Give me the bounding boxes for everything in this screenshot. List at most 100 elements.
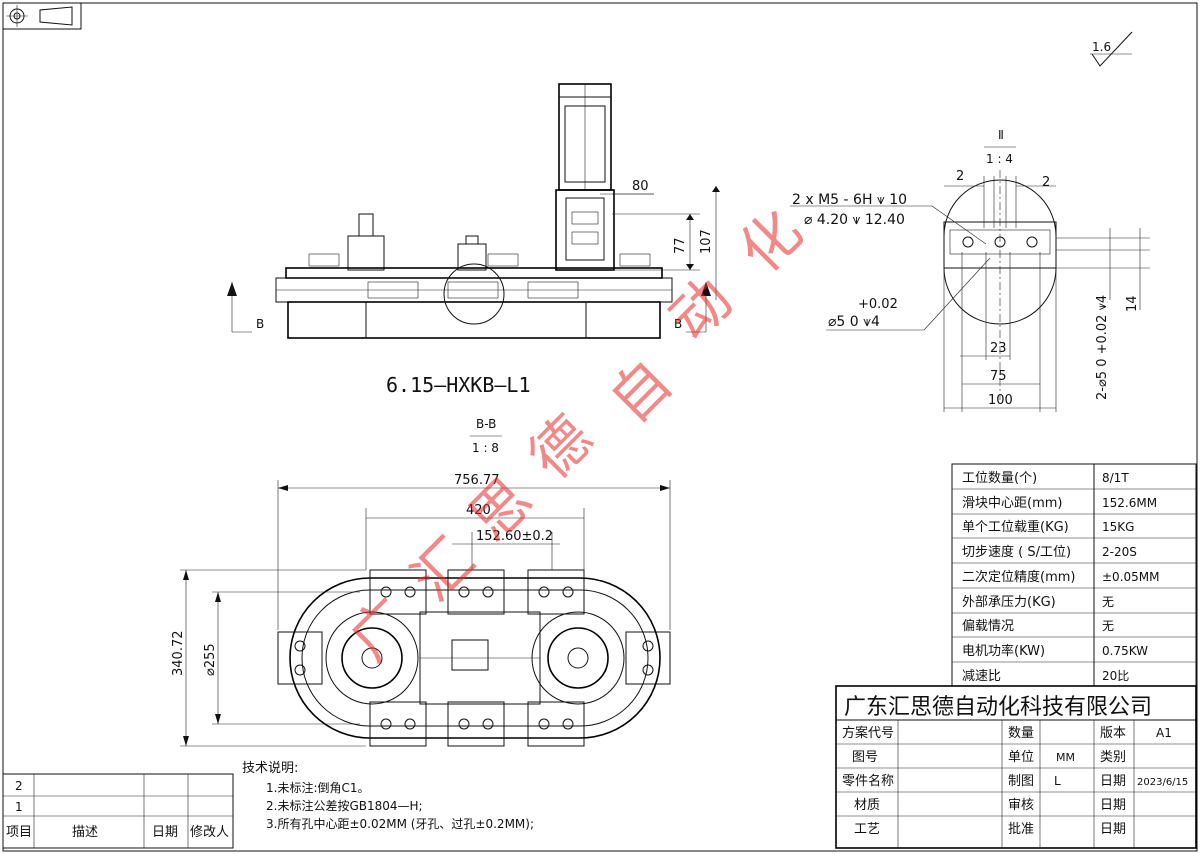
checker-label: 审核	[1008, 798, 1034, 813]
section-marker-right: B	[674, 317, 682, 331]
tech-notes: 技术说明: 1.未标注:倒角C1。 2.未标注公差按GB1804—H; 3.所有…	[242, 761, 534, 831]
spec-table: 工位数量(个) 8/1T 滑块中心距(mm) 152.6MM 单个工位载重(KG…	[951, 463, 1197, 687]
quantity-label: 数量	[1008, 726, 1034, 741]
watermark-char: 自	[596, 347, 685, 436]
spec-value: 2-20S	[1102, 545, 1137, 559]
spec-label: 单个工位载重(KG)	[962, 519, 1069, 535]
dim-phi-255: ⌀255	[203, 643, 218, 676]
dim-23: 23	[990, 341, 1007, 356]
tech-notes-title: 技术说明:	[242, 761, 298, 776]
detail-view: Ⅱ 1 : 4 23 75 100 2 2	[943, 128, 1150, 412]
station-right	[625, 631, 671, 685]
revision-header: 项目	[6, 825, 32, 840]
spec-label: 二次定位精度(mm)	[962, 569, 1075, 585]
revision-header: 日期	[152, 825, 178, 840]
part-name-label: 零件名称	[842, 773, 894, 789]
station-bottom-1	[369, 701, 427, 747]
dim-107: 107	[699, 229, 714, 254]
spec-value: 8/1T	[1102, 471, 1129, 485]
surface-finish-value: 1.6	[1092, 40, 1111, 54]
watermark-char: 化	[726, 197, 815, 286]
revision-row-number: 2	[15, 779, 23, 793]
revision-row-number: 1	[15, 800, 23, 814]
revision-table: 2 1 项目 描述 日期 修改人	[2, 773, 234, 849]
unit-value: MM	[1056, 751, 1075, 764]
material-label: 材质	[854, 798, 880, 813]
title-block: 广东汇思德自动化科技有限公司 方案代号 图号 零件名称 材质 工艺 数量 单位 …	[835, 685, 1197, 849]
tech-note-item: 1.未标注:倒角C1。	[266, 780, 370, 795]
station-bottom-2	[447, 701, 505, 747]
dim-340-72: 340.72	[171, 631, 186, 677]
station-top-3	[527, 569, 585, 615]
spec-value: ±0.05MM	[1102, 570, 1159, 584]
company-name: 广东汇思德自动化科技有限公司	[844, 695, 1152, 720]
spec-label: 外部承压力(KG)	[962, 595, 1056, 610]
unit-label: 单位	[1008, 750, 1034, 765]
version-label: 版本	[1100, 726, 1126, 741]
spec-label: 电机功率(KW)	[962, 643, 1045, 659]
pin-callout: ⌀5 0 ⩛4	[828, 314, 880, 330]
section-view-scale: 1 : 8	[472, 441, 499, 455]
version-value: A1	[1156, 726, 1172, 740]
hole-callout-1: 2 x M5 - 6H ⩛ 10	[792, 192, 907, 208]
detail-view-scale: 1 : 4	[986, 152, 1013, 166]
spec-value: 15KG	[1102, 520, 1134, 534]
spec-label: 切步速度 ( S/工位)	[962, 544, 1071, 560]
station-top-1	[369, 569, 427, 615]
watermark-char: 广	[336, 585, 425, 674]
spec-label: 工位数量(个)	[962, 471, 1037, 486]
section-marker-left: B	[256, 317, 264, 331]
surface-finish-symbol: 1.6	[1090, 31, 1133, 67]
revision-header: 修改人	[190, 825, 229, 840]
station-bottom-3	[527, 701, 585, 747]
dim-420: 420	[466, 503, 491, 518]
spec-label: 偏载情况	[962, 619, 1014, 634]
spec-value: 无	[1102, 595, 1114, 609]
station-left	[277, 631, 323, 685]
pin-tolerance: +0.02	[858, 297, 898, 312]
date-label: 日期	[1100, 774, 1126, 789]
dim-756-77: 756.77	[454, 473, 500, 488]
process-label: 工艺	[854, 822, 880, 837]
section-view-label: B-B	[476, 417, 496, 431]
dim-2-right: 2	[1042, 175, 1050, 190]
drafter-value: L	[1054, 774, 1061, 788]
date-label-2: 日期	[1100, 798, 1126, 813]
date-label-3: 日期	[1100, 822, 1126, 837]
tech-note-item: 2.未标注公差按GB1804—H;	[266, 798, 423, 813]
dim-152-60: 152.60±0.2	[476, 529, 553, 544]
date-value: 2023/6/15	[1137, 777, 1188, 788]
approver-label: 批准	[1008, 822, 1034, 837]
watermark-char: 德	[516, 403, 605, 492]
hole-callouts: 2 x M5 - 6H ⩛ 10 ⌀ 4.20 ⩛ 12.40 +0.02 ⌀5…	[790, 192, 991, 331]
first-angle-projection-icon	[2, 2, 82, 30]
dim-100: 100	[988, 393, 1013, 408]
spec-value: 0.75KW	[1102, 644, 1148, 658]
front-view-title: 6.15—HXKB—L1	[386, 373, 531, 397]
front-view: 80 77 107 B B 6.15—HXKB—L1	[227, 83, 720, 397]
hole-callout-2: ⌀ 4.20 ⩛ 12.40	[804, 212, 905, 228]
scheme-code-label: 方案代号	[842, 725, 894, 741]
drafter-label: 制图	[1008, 774, 1034, 789]
tech-note-item: 3.所有孔中心距±0.02MM (牙孔、过孔±0.2MM);	[266, 816, 534, 831]
station-top-2	[447, 569, 505, 615]
spec-value: 20比	[1102, 669, 1129, 683]
dim-75: 75	[990, 369, 1007, 384]
revision-header: 描述	[72, 825, 98, 840]
spec-label: 滑块中心距(mm)	[962, 496, 1062, 511]
dim-80: 80	[632, 179, 649, 194]
spec-value: 152.6MM	[1102, 496, 1157, 510]
category-label: 类别	[1100, 750, 1126, 765]
section-view: B-B 1 : 8 756.77 420 152.60±0.2 340.72 ⌀…	[171, 417, 671, 747]
drawing-no-label: 图号	[852, 750, 878, 765]
spec-label: 减速比	[962, 669, 1001, 684]
dim-2-left: 2	[956, 169, 964, 184]
dim-14: 14	[1125, 295, 1140, 312]
detail-view-label: Ⅱ	[998, 128, 1004, 142]
spec-value: 无	[1102, 619, 1114, 633]
watermark-char: 汇	[398, 525, 487, 614]
side-pin-callout: 2-⌀5 0 +0.02 ⩛4	[1095, 295, 1110, 400]
dim-77: 77	[673, 237, 688, 254]
